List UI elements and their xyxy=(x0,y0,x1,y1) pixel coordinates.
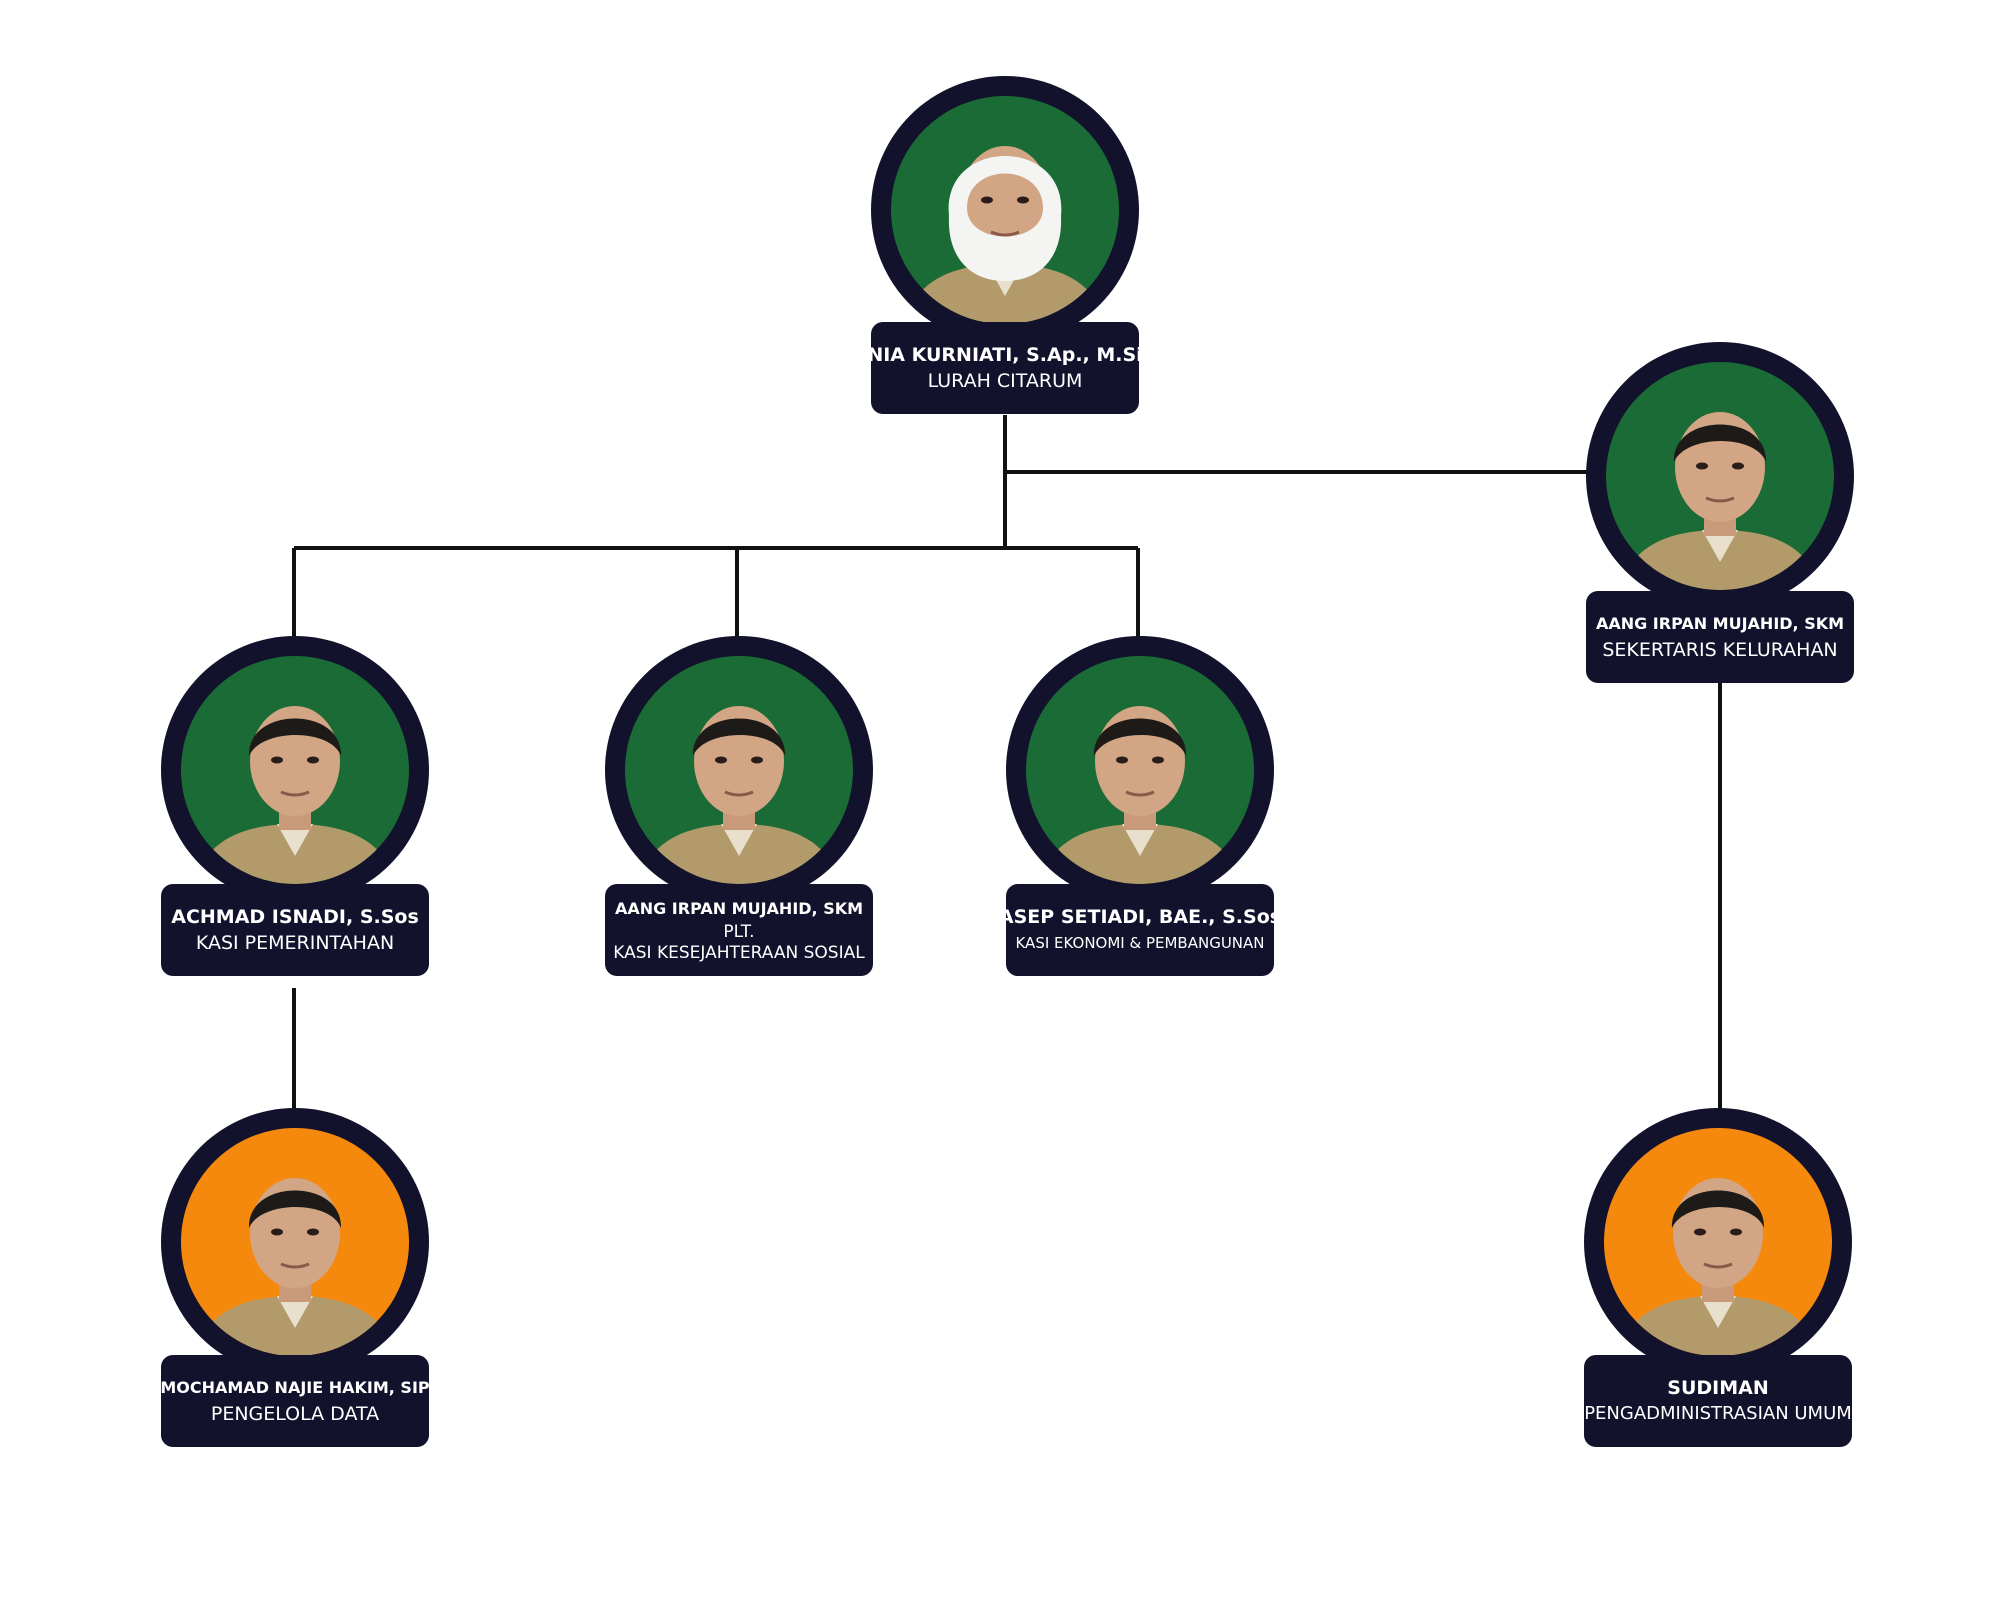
kasi-kesos-role-line2: KASI KESEJAHTERAAN SOSIAL xyxy=(613,943,865,963)
kasi-kesos-name: AANG IRPAN MUJAHID, SKM xyxy=(614,899,864,918)
kasi-kesos-role-line1: PLT. xyxy=(723,922,755,942)
pengelola-data-name: MOCHAMAD NAJIE HAKIM, SIP xyxy=(160,1378,430,1397)
pengadministrasian-name: SUDIMAN xyxy=(1667,1377,1769,1399)
portrait-illustration xyxy=(625,656,853,884)
pengadministrasian-portrait xyxy=(1604,1128,1832,1356)
kasi-ekbang-photo xyxy=(1006,636,1274,904)
lurah-name: NIA KURNIATI, S.Ap., M.Si xyxy=(867,344,1143,366)
pengelola-data-photo xyxy=(161,1108,429,1376)
portrait-illustration xyxy=(1604,1128,1832,1356)
lurah-photo xyxy=(871,76,1139,344)
pengadministrasian-photo xyxy=(1584,1108,1852,1376)
pengelola-data-role: PENGELOLA DATA xyxy=(210,1403,380,1425)
sekertaris-name: AANG IRPAN MUJAHID, SKM xyxy=(1595,614,1845,633)
portrait-illustration xyxy=(1606,362,1834,590)
kasi-pemerintahan-role: KASI PEMERINTAHAN xyxy=(195,932,395,954)
sekertaris-role: SEKERTARIS KELURAHAN xyxy=(1602,639,1838,661)
sekertaris-photo xyxy=(1586,342,1854,610)
kasi-pemerintahan-name: ACHMAD ISNADI, S.Sos xyxy=(171,906,419,928)
lurah-portrait xyxy=(891,96,1119,324)
pengelola-data-label: MOCHAMAD NAJIE HAKIM, SIP PENGELOLA DATA xyxy=(160,1355,430,1447)
kasi-pemerintahan-portrait xyxy=(181,656,409,884)
sekertaris-label: AANG IRPAN MUJAHID, SKM SEKERTARIS KELUR… xyxy=(1586,591,1854,683)
portrait-illustration xyxy=(181,656,409,884)
portrait-illustration xyxy=(181,1128,409,1356)
kasi-kesos-label: AANG IRPAN MUJAHID, SKM PLT. KASI KESEJA… xyxy=(605,884,873,976)
kasi-ekbang-name: ASEP SETIADI, BAE., S.Sos xyxy=(998,906,1282,928)
lurah-label: NIA KURNIATI, S.Ap., M.Si LURAH CITARUM xyxy=(867,322,1143,414)
pengadministrasian-role: PENGADMINISTRASIAN UMUM xyxy=(1584,1403,1852,1424)
lurah-role: LURAH CITARUM xyxy=(927,370,1083,392)
kasi-kesos-portrait xyxy=(625,656,853,884)
portrait-illustration xyxy=(1026,656,1254,884)
sekertaris-portrait xyxy=(1606,362,1834,590)
kasi-ekbang-portrait xyxy=(1026,656,1254,884)
pengadministrasian-label: SUDIMAN PENGADMINISTRASIAN UMUM xyxy=(1584,1355,1852,1447)
kasi-ekbang-role: KASI EKONOMI & PEMBANGUNAN xyxy=(1015,934,1265,952)
kasi-pemerintahan-label: ACHMAD ISNADI, S.Sos KASI PEMERINTAHAN xyxy=(161,884,429,976)
portrait-illustration xyxy=(891,96,1119,324)
pengelola-data-portrait xyxy=(181,1128,409,1356)
kasi-ekbang-label: ASEP SETIADI, BAE., S.Sos KASI EKONOMI &… xyxy=(999,884,1281,976)
kasi-kesos-photo xyxy=(605,636,873,904)
kasi-pemerintahan-photo xyxy=(161,636,429,904)
